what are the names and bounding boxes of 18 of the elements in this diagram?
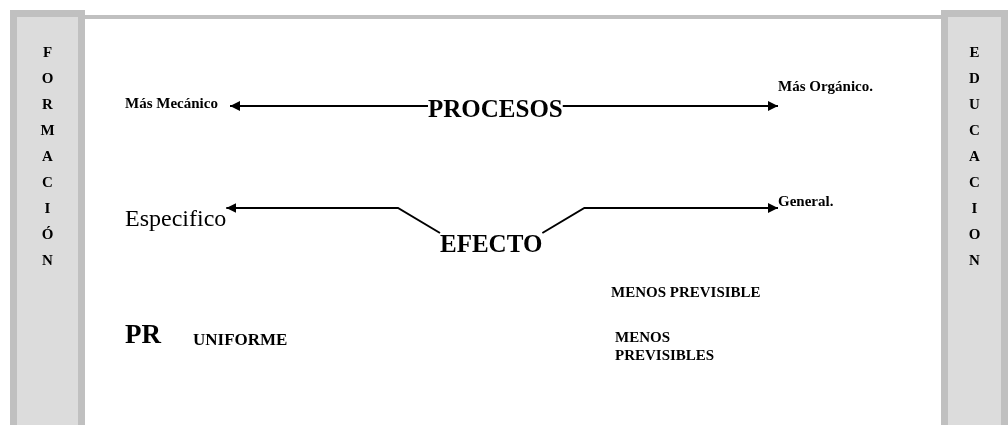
label-text: UNIFORME	[193, 330, 288, 351]
vertical-text: EDUCACION	[967, 43, 982, 270]
side-band	[941, 10, 1008, 425]
side-band	[10, 10, 85, 425]
arrow	[561, 101, 779, 111]
pole-text: Especifico	[125, 204, 227, 233]
label-text: MENOS PREVISIBLES	[615, 328, 716, 364]
heading-text: EFECTO	[440, 229, 543, 259]
pole-text: Más Mecánico	[125, 94, 230, 112]
pole-text: General.	[778, 192, 834, 210]
heading-text: PR	[125, 318, 161, 351]
pole-text: Más Orgánico.	[778, 77, 888, 95]
arrow	[541, 203, 779, 234]
heading-text: PROCESOS	[428, 94, 563, 124]
arrow	[229, 101, 429, 111]
vertical-text: FORMACIÓN	[40, 43, 55, 270]
label-text: MENOS PREVISIBLE	[611, 283, 761, 301]
arrow	[225, 203, 441, 234]
